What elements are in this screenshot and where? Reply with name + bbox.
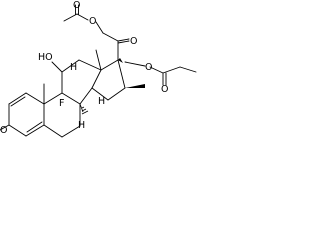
bond-lines <box>0 4 197 138</box>
atom-label-hydroxyl-c11: HO <box>38 52 53 63</box>
atom-label-o-ketone-c20: O <box>130 36 137 47</box>
atom-label-h-c8: H <box>78 120 85 131</box>
atom-label-o-acetyl-ester: O <box>89 16 96 27</box>
chemical-structure: O O O O O HO H H H F O <box>0 0 197 138</box>
atom-label-o-propionate-carbonyl: O <box>161 84 168 95</box>
atom-label-fluorine-c9: F <box>59 98 64 109</box>
stereo-bonds <box>79 58 145 115</box>
atom-labels: O O O O O HO H H H F O <box>0 0 168 136</box>
atom-label-o-propionate-ester: O <box>145 62 152 73</box>
atom-label-o-acetyl-carbonyl: O <box>73 0 80 11</box>
atom-label-o-ketone-c3: O <box>0 125 7 136</box>
atom-label-h-c14: H <box>98 96 105 107</box>
atom-label-h-c11: H <box>70 62 77 73</box>
